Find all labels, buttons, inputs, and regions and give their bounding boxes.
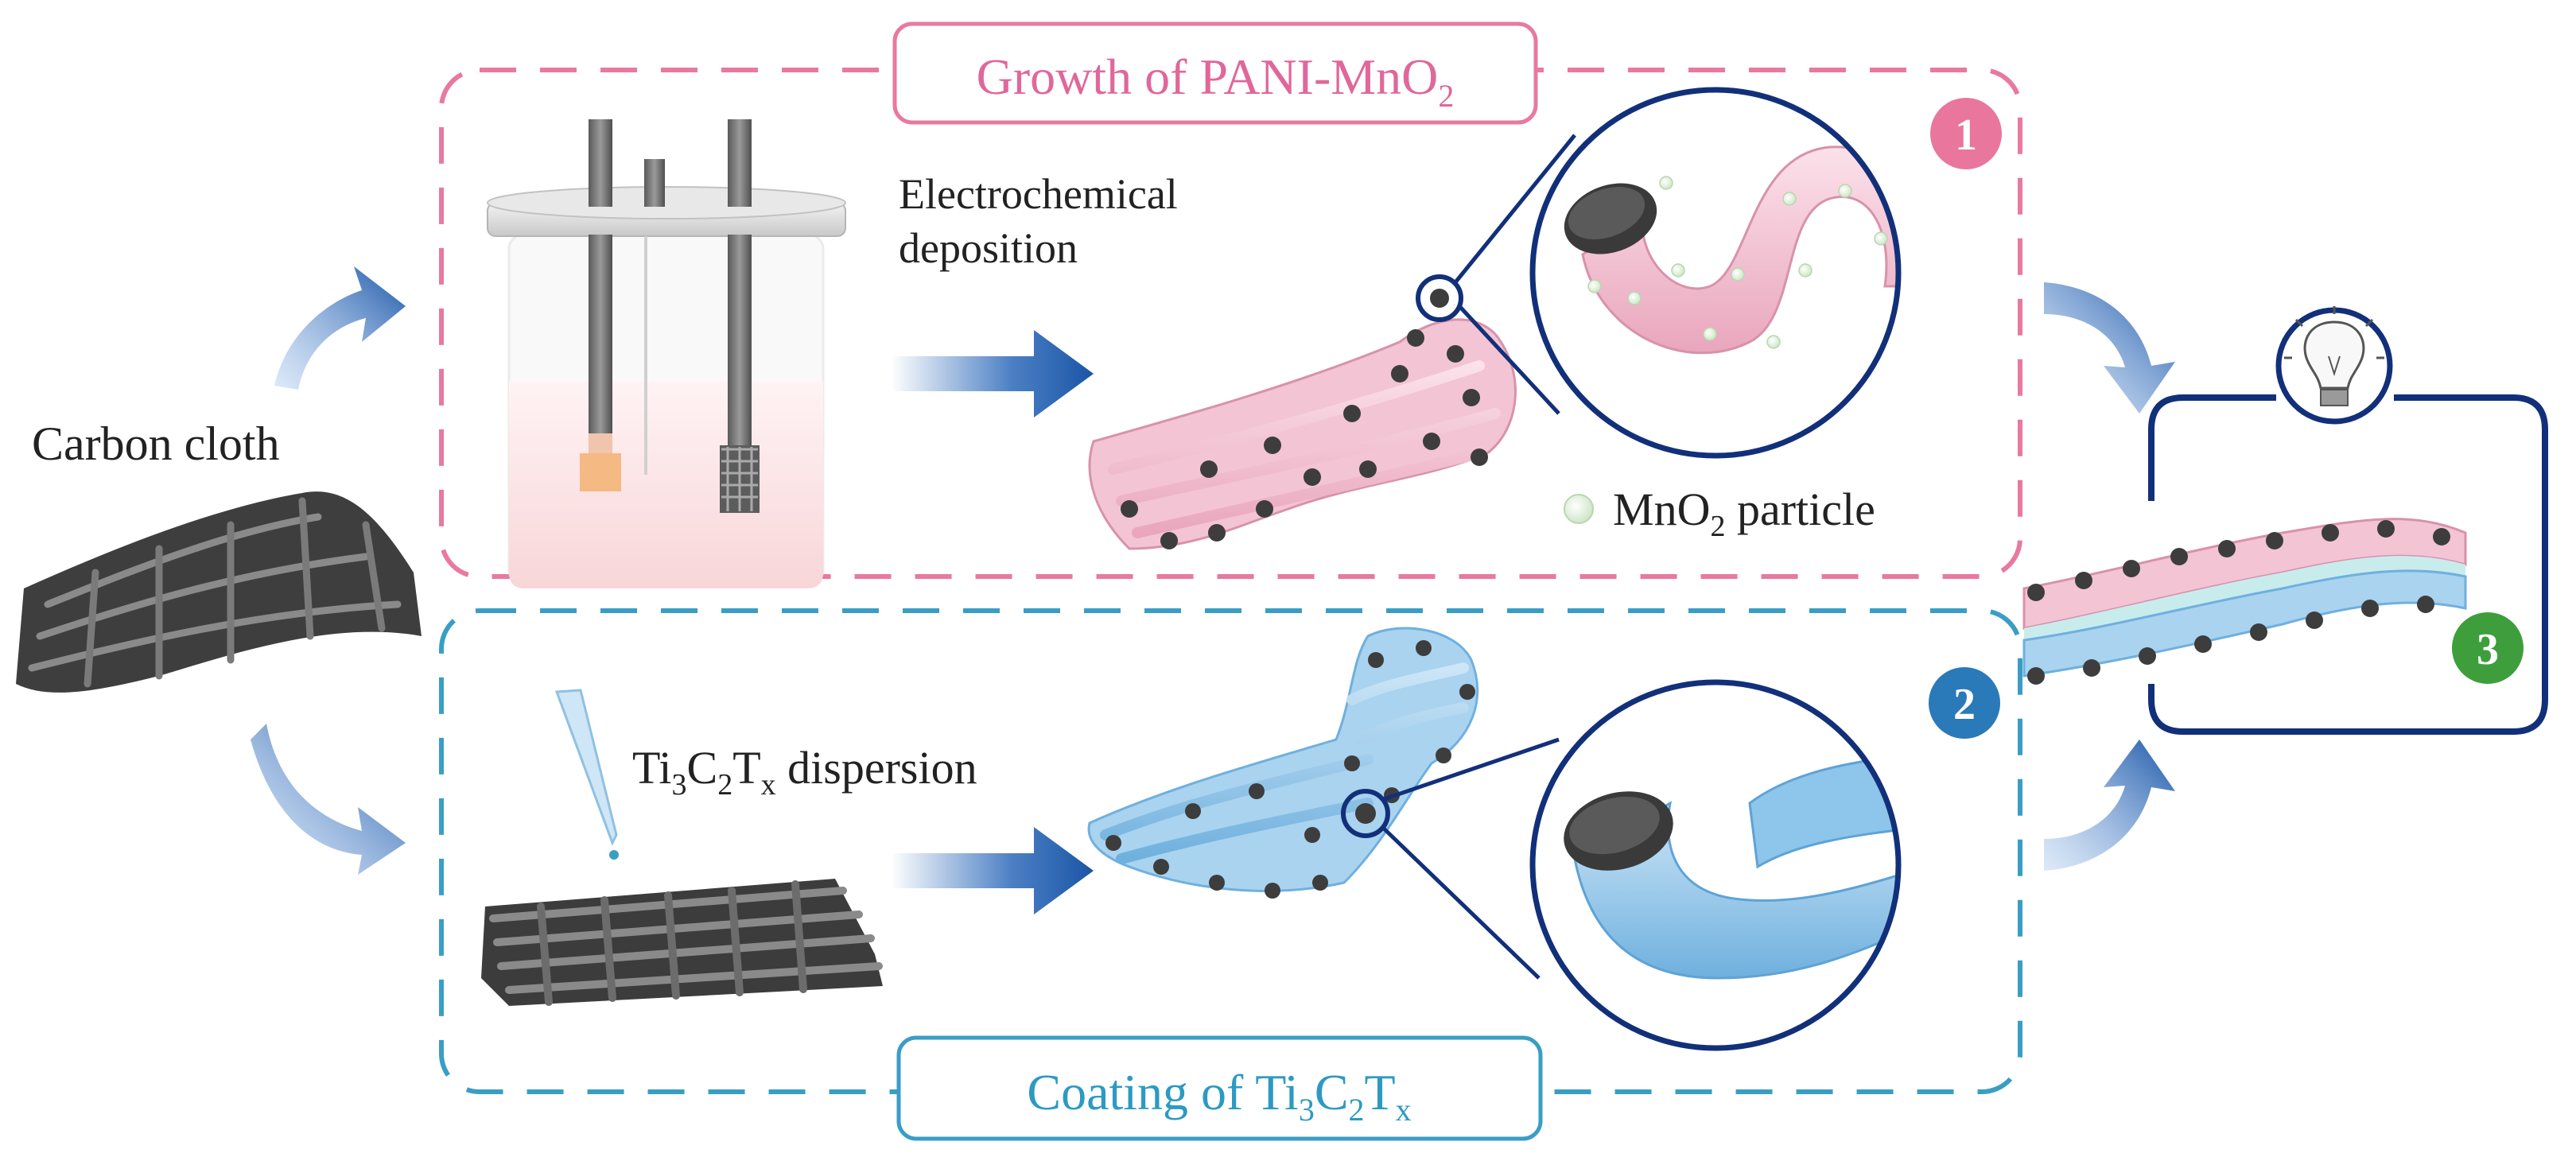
mxene-cloth-image [1087, 627, 1479, 899]
curved-arrow-up [274, 266, 406, 390]
badge-3 [2452, 612, 2524, 684]
curved-arrow-down [251, 724, 406, 875]
growth-title-box [892, 21, 1538, 125]
zoom-small-circle-top [1416, 274, 1463, 322]
pipette-image [554, 689, 619, 860]
badge-2 [1929, 667, 2000, 739]
zoom-line-top-2 [1458, 305, 1560, 415]
dispersion-label: Ti3C2Tx dispersion [632, 742, 977, 802]
arrow-bottom [891, 827, 1094, 914]
badge-3-label: 3 [2477, 625, 2499, 674]
growth-title: Growth of PANI-MnO2 [977, 49, 1455, 114]
badge-1-label: 1 [1955, 111, 1977, 160]
zoom-small-circle-bottom [1341, 789, 1390, 838]
zoom-circle-pink [1529, 87, 1902, 459]
carbon-cloth-label: Carbon cloth [32, 417, 280, 470]
badge-1 [1930, 98, 2002, 169]
lightbulb-icon [2275, 306, 2393, 425]
circuit-wire [2148, 394, 2548, 735]
beaker-image [487, 119, 846, 588]
arrow-top [891, 330, 1094, 417]
assembled-device-image [2022, 518, 2467, 685]
coating-title: Coating of Ti3C2Tx [1027, 1064, 1411, 1128]
badge-2-label: 2 [1953, 680, 1976, 729]
carbon-cloth-image [16, 491, 422, 693]
mno2-particle-icon [1564, 494, 1594, 524]
coating-title-box [896, 1035, 1543, 1141]
curved-arrow-right-bottom [2044, 740, 2175, 871]
zoom-line-top-1 [1454, 134, 1576, 284]
flat-carbon-cloth-image [481, 879, 883, 1006]
zoom-line-bottom-2 [1381, 825, 1541, 980]
mno2-particle-label: MnO2 particle [1613, 483, 1875, 543]
blue-dashed-box [439, 608, 2022, 1094]
pani-cloth-image [1088, 318, 1517, 550]
curved-arrow-right-top [2044, 282, 2175, 413]
zoom-line-bottom-1 [1383, 737, 1560, 802]
zoom-circle-blue [1529, 679, 1902, 1051]
